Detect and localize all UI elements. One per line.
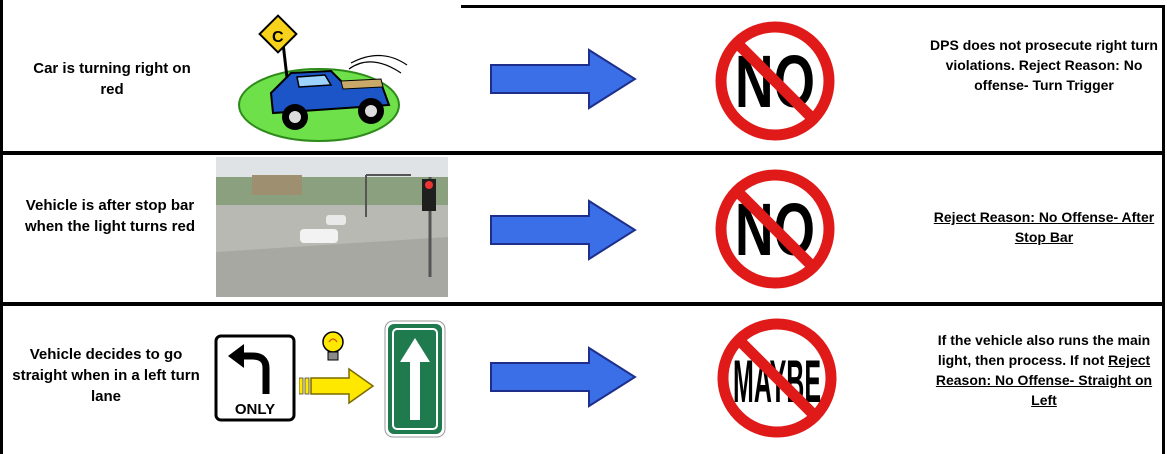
- straight-arrow-sign-icon: [384, 320, 446, 438]
- reject-note: If the vehicle also runs the main light,…: [926, 330, 1162, 410]
- reject-note: DPS does not prosecute right turn violat…: [928, 35, 1160, 95]
- yellow-arrow-icon: [299, 366, 375, 406]
- table-row: Car is turning right on red C NO DPS doe…: [3, 8, 1162, 151]
- no-symbol-icon: NO: [713, 167, 837, 291]
- traffic-photo: [216, 157, 448, 297]
- blue-arrow-icon: [489, 346, 637, 408]
- condition-text: Vehicle decides to go straight when in a…: [6, 344, 206, 407]
- sign-only-text: ONLY: [235, 401, 275, 418]
- blue-arrow-icon: [489, 48, 637, 110]
- table-right-border: [1162, 5, 1165, 454]
- svg-text:C: C: [272, 29, 284, 46]
- condition-text: Vehicle is after stop bar when the light…: [21, 195, 199, 237]
- car-clipart-icon: C: [231, 13, 411, 148]
- lightbulb-icon: [321, 330, 345, 364]
- reject-note: Reject Reason: No Offense- After Stop Ba…: [928, 207, 1160, 247]
- condition-text: Car is turning right on red: [27, 58, 197, 100]
- blue-arrow-icon: [489, 199, 637, 261]
- no-symbol-icon: NO: [713, 19, 837, 143]
- no-symbol-icon: MAYBE: [715, 316, 839, 440]
- left-turn-only-sign-icon: ONLY: [214, 334, 296, 422]
- table-row: Vehicle decides to go straight when in a…: [3, 306, 1162, 454]
- table-row: Vehicle is after stop bar when the light…: [3, 155, 1162, 302]
